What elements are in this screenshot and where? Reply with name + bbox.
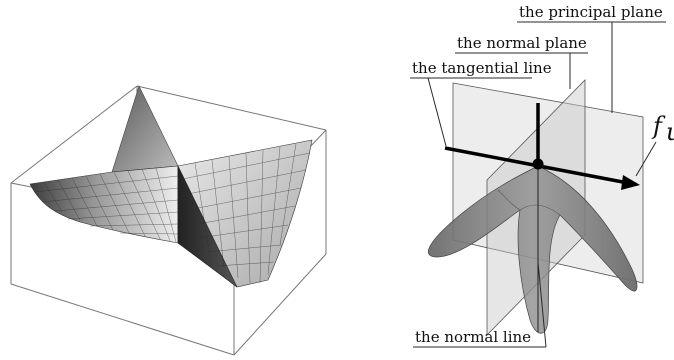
surface-left-part — [29, 165, 179, 244]
label-tangential-line: the tangential line — [412, 59, 552, 77]
surface-fold-shade — [177, 165, 238, 288]
label-normal-line: the normal line — [415, 328, 531, 346]
leader-axis-f — [635, 141, 657, 177]
label-principal-plane: the principal plane — [519, 3, 663, 21]
center-point — [532, 158, 544, 170]
label-axis-subscript: u — [666, 118, 674, 146]
surface-mesh — [33, 143, 311, 284]
saddle-surface — [427, 165, 638, 334]
label-axis-f: f — [651, 112, 666, 140]
leader-tangential-line-drop — [427, 77, 447, 147]
saddle-rim — [497, 189, 561, 216]
arrow-head — [621, 175, 640, 190]
label-normal-plane: the normal plane — [457, 34, 587, 52]
left-surface-plot — [10, 85, 327, 356]
leader-normal-line-rise — [537, 261, 547, 348]
surface-back-wing — [111, 85, 179, 173]
right-planes-diagram: the principal plane the normal plane the… — [410, 3, 674, 348]
